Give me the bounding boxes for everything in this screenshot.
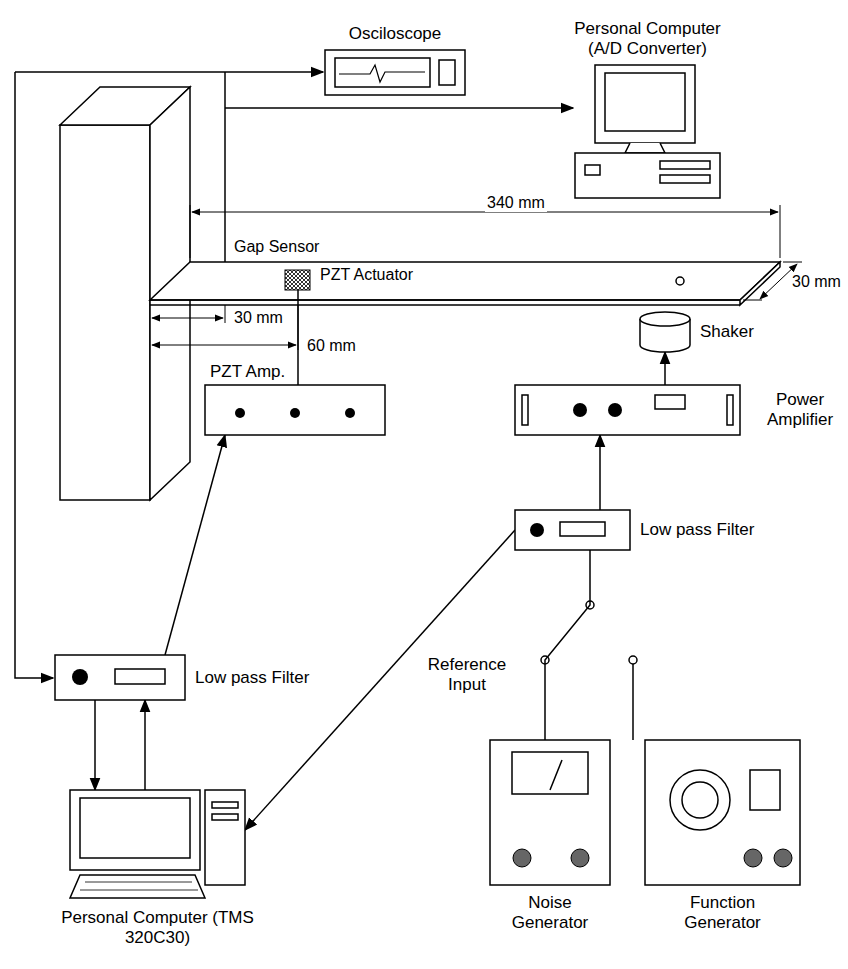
device-label: Personal Computer (TMS 320C30) (51, 908, 265, 948)
computer: Personal Computer (TMS 320C30) (70, 790, 245, 900)
signal-connector (94, 700, 96, 790)
dimension-label: 30 mm (790, 273, 843, 291)
signal-connector (144, 700, 146, 790)
edge-label: Reference Input (415, 655, 519, 695)
computer: Personal Computer (A/D Converter) (575, 65, 720, 200)
device-label: Noise Generator (488, 893, 612, 933)
shaker-icon (640, 312, 690, 352)
pc-icon (575, 65, 720, 200)
noise-icon (490, 740, 610, 885)
lpfL-icon (55, 655, 185, 700)
generator-box: Noise Generator (490, 740, 610, 885)
generator-box: Function Generator (645, 740, 800, 885)
dimension-label: 30 mm (232, 309, 285, 327)
device-label: PZT Amp. (208, 362, 287, 382)
tms-icon (70, 790, 245, 900)
device-label: Shaker (698, 322, 756, 342)
pzt-icon (205, 385, 385, 435)
cantilever-beam (150, 262, 780, 305)
signal-connector (545, 550, 590, 740)
pzt-patch (285, 270, 310, 290)
lpfR-icon (515, 510, 630, 550)
func-icon (645, 740, 800, 885)
part-label: Gap Sensor (232, 238, 321, 256)
pamp-icon (515, 385, 740, 435)
dimension-label: 60 mm (305, 337, 358, 355)
device-label: Function Generator (661, 893, 785, 933)
signal-connector (165, 435, 225, 655)
filter-box: Low pass Filter (55, 655, 185, 700)
device-label: Low pass Filter (638, 520, 756, 540)
osc-icon (325, 50, 465, 95)
device-label: Osciloscope (347, 24, 444, 44)
device-label: Power Amplifier (748, 390, 848, 430)
signal-connector (664, 352, 666, 385)
dimension-lines (152, 205, 802, 350)
dimension-label: 340 mm (485, 194, 547, 212)
amplifier-box: PZT Amp. (205, 385, 385, 435)
device-label: Personal Computer (A/D Converter) (556, 19, 740, 59)
signal-connector (599, 435, 601, 510)
device-label: Low pass Filter (193, 668, 311, 688)
shaker: Shaker (640, 312, 690, 352)
oscilloscope: Osciloscope (325, 50, 465, 95)
filter-box: Low pass Filter (515, 510, 630, 550)
amplifier-box: Power Amplifier (515, 385, 740, 435)
part-label: PZT Actuator (318, 266, 415, 284)
